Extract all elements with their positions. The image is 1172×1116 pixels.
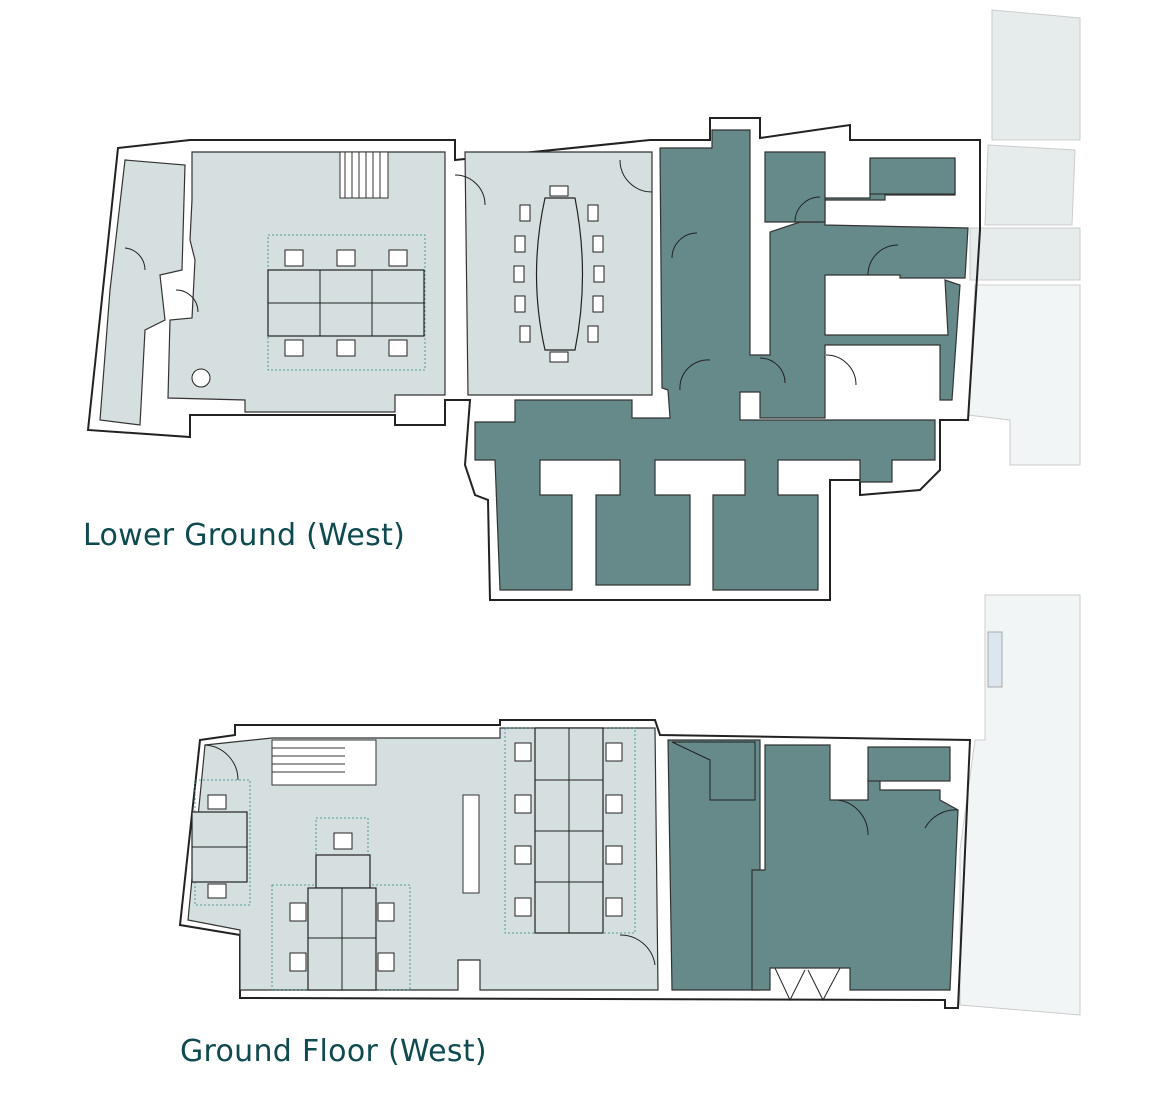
lower-ground-title: Lower Ground (West) xyxy=(83,518,406,553)
lower-ground-plant xyxy=(869,157,956,195)
neighbouring-building-lower xyxy=(959,594,1081,1016)
ground-floor-desks xyxy=(191,727,636,991)
meeting-table xyxy=(513,185,605,363)
lower-ground-desk-cluster xyxy=(191,234,426,388)
lower-ground-stair xyxy=(339,151,389,199)
ground-floor-stair xyxy=(271,739,756,801)
lower-ground-plan xyxy=(86,117,981,601)
ground-floor-core-east xyxy=(751,744,959,991)
lower-ground-doors xyxy=(124,159,899,391)
ground-floor-plan xyxy=(178,157,972,1009)
ground-floor-column xyxy=(462,794,480,894)
ground-floor-doors xyxy=(204,744,959,1002)
lower-ground-left-strip xyxy=(99,159,186,426)
neighbouring-building-upper xyxy=(967,9,1081,466)
ground-floor-plant xyxy=(867,746,951,782)
ground-floor-title: Ground Floor (West) xyxy=(180,1034,487,1069)
ground-floor-core xyxy=(667,739,761,991)
lower-ground-core xyxy=(474,129,969,591)
